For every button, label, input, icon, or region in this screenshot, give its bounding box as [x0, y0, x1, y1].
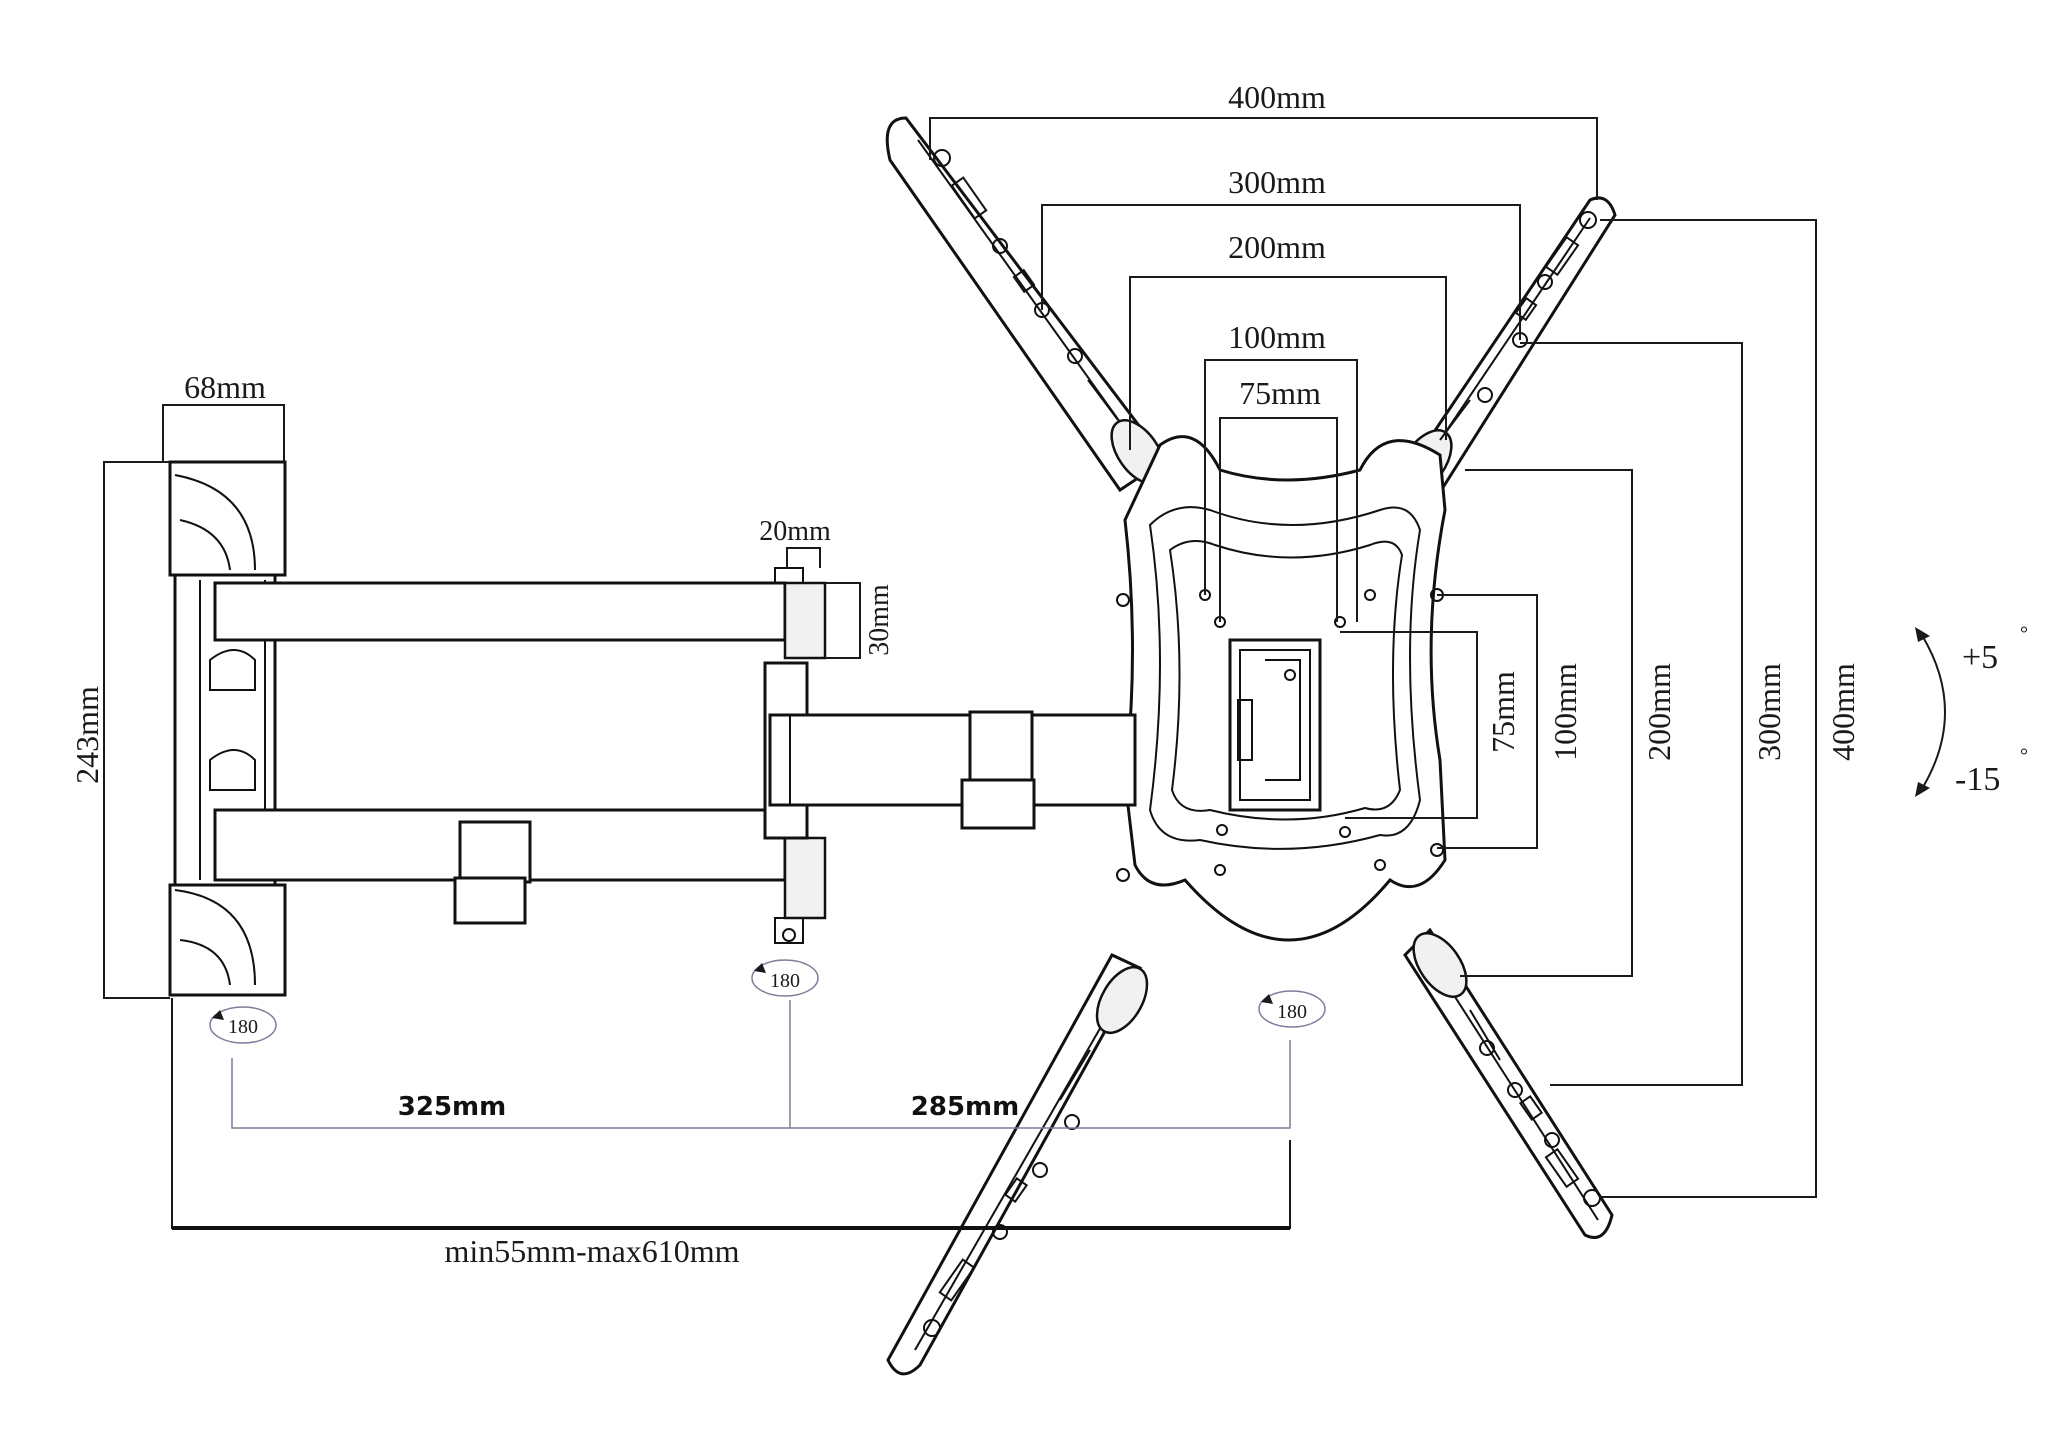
swivel-arrow-icon	[1261, 994, 1273, 1004]
vesa-height-75-label: 75mm	[1485, 671, 1521, 753]
vesa-height-100-label: 100mm	[1547, 663, 1583, 761]
swivel-wall	[209, 1006, 277, 1044]
tilt-up-arrow-icon	[1915, 627, 1930, 642]
vesa-height-400-label: 400mm	[1825, 663, 1861, 761]
swivel-head-label: 180	[1277, 1001, 1307, 1023]
tilt-indicator	[1915, 627, 1946, 797]
arm-upper-left	[885, 116, 1168, 493]
tilt-down-degree: °	[2020, 745, 2028, 767]
wall-plate-dimensions	[103, 404, 861, 999]
tilt-down-label: -15	[1955, 761, 2000, 798]
vesa-center-plate	[1116, 435, 1447, 942]
extension-dimension	[171, 998, 1291, 1230]
plate-height-label: 243mm	[69, 686, 105, 784]
vesa-width-400-label: 400mm	[1228, 79, 1326, 115]
arm-lower-right	[1403, 927, 1614, 1239]
swivel-arrow-icon	[754, 963, 766, 973]
tilt-up-label: +5	[1962, 639, 1998, 676]
vesa-height-dimensions	[1340, 219, 1817, 1198]
arm1-length-label: 325mm	[398, 1092, 506, 1122]
tilt-down-arrow-icon	[1915, 782, 1930, 797]
swivel-middle-label: 180	[770, 970, 800, 992]
vesa-width-200-label: 200mm	[1228, 229, 1326, 265]
plate-width-label: 68mm	[184, 369, 266, 405]
bolt-width-label: 20mm	[759, 516, 831, 547]
arm-length-dimensions	[231, 1000, 1291, 1129]
vesa-width-dimensions	[929, 117, 1598, 622]
swivel-head	[1258, 990, 1326, 1028]
arm2-length-label: 285mm	[911, 1092, 1019, 1122]
swivel-middle	[751, 959, 819, 997]
first-arm	[213, 567, 827, 944]
swivel-wall-label: 180	[228, 1016, 258, 1038]
arm-lower-left	[886, 953, 1149, 1376]
second-arm	[768, 710, 1137, 830]
swivel-arrow-icon	[212, 1010, 224, 1020]
vesa-height-300-label: 300mm	[1751, 663, 1787, 761]
vesa-width-75-label: 75mm	[1239, 375, 1321, 411]
vesa-height-200-label: 200mm	[1641, 663, 1677, 761]
vesa-width-100-label: 100mm	[1228, 319, 1326, 355]
vesa-width-300-label: 300mm	[1228, 164, 1326, 200]
extension-label: min55mm-max610mm	[444, 1233, 739, 1269]
tilt-up-degree: °	[2020, 623, 2028, 645]
wall-plate	[168, 460, 287, 997]
arm-thickness-label: 30mm	[864, 584, 895, 656]
